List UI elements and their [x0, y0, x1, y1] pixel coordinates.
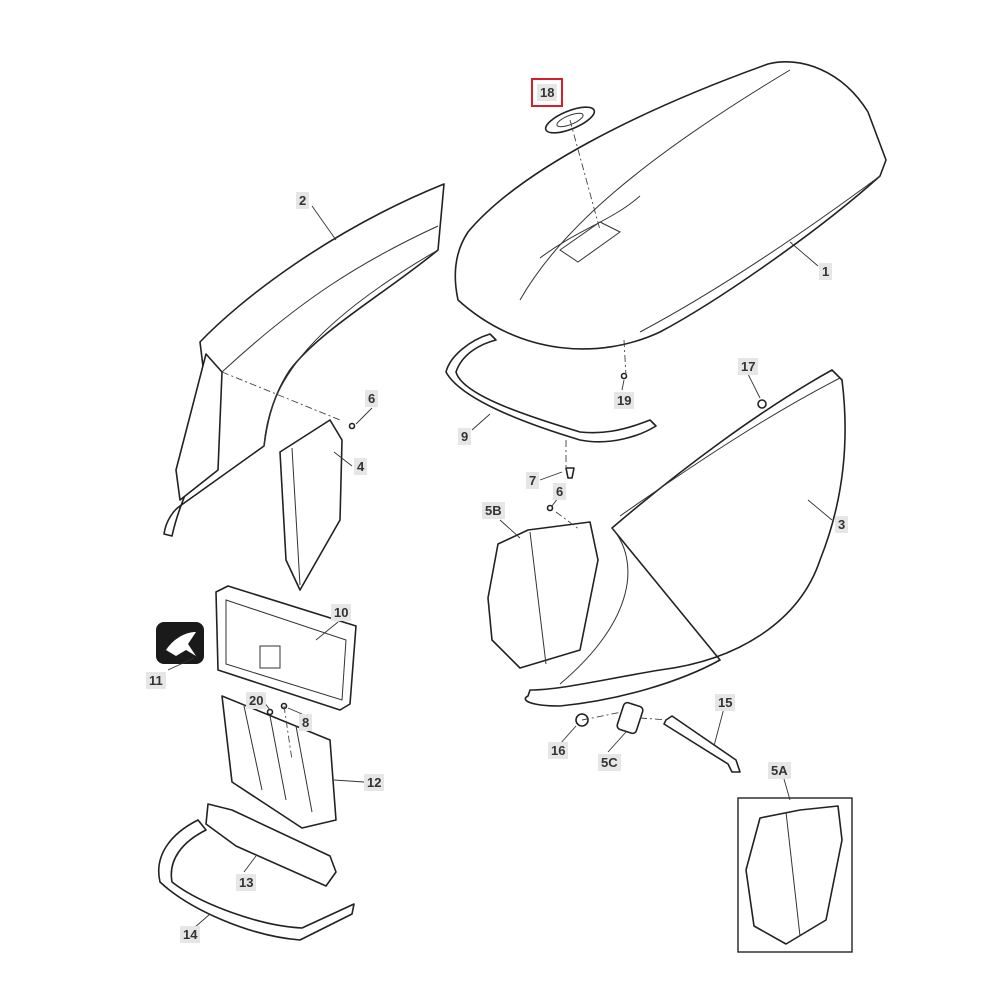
callout-16: 16 [548, 742, 569, 759]
callout-6-right: 6 [553, 483, 567, 500]
callout-3: 3 [835, 516, 849, 533]
callout-15: 15 [715, 694, 736, 711]
part-bottom-seal [158, 819, 355, 941]
callout-18-highlighted: 18 [530, 78, 564, 107]
callout-11: 11 [146, 672, 166, 689]
part-latch [616, 701, 644, 735]
part-fastener [757, 399, 767, 409]
callout-13: 13 [236, 874, 257, 891]
callout-1: 1 [819, 263, 833, 280]
callout-5c: 5C [598, 754, 621, 771]
callout-9: 9 [458, 428, 472, 445]
callout-17: 17 [738, 358, 759, 375]
part-left-side-panel [163, 183, 445, 537]
callout-7: 7 [526, 472, 540, 489]
part-right-inner-panel [487, 521, 599, 669]
callout-14: 14 [180, 926, 201, 943]
callout-8: 8 [299, 714, 313, 731]
part-hood [454, 61, 887, 350]
part-deer-emblem [156, 622, 204, 664]
callout-20: 20 [246, 692, 267, 709]
callout-5b: 5B [482, 502, 505, 519]
callout-5a: 5A [768, 762, 791, 779]
callout-4: 4 [354, 458, 368, 475]
part-clip [565, 467, 575, 479]
callout-6-left: 6 [365, 390, 379, 407]
part-grille-louvers [221, 695, 337, 829]
part-left-inner-panel [279, 419, 343, 591]
part-lower-grille [205, 803, 337, 887]
callout-12: 12 [364, 774, 385, 791]
part-hood-seal [445, 333, 657, 443]
part-grille-frame [215, 585, 357, 711]
part-rod [663, 715, 741, 773]
alignment-lines [221, 119, 669, 761]
callout-2: 2 [296, 192, 310, 209]
part-right-fender [524, 369, 846, 707]
inset-box [737, 797, 853, 953]
callout-10: 10 [331, 604, 352, 621]
callout-19: 19 [614, 392, 635, 409]
